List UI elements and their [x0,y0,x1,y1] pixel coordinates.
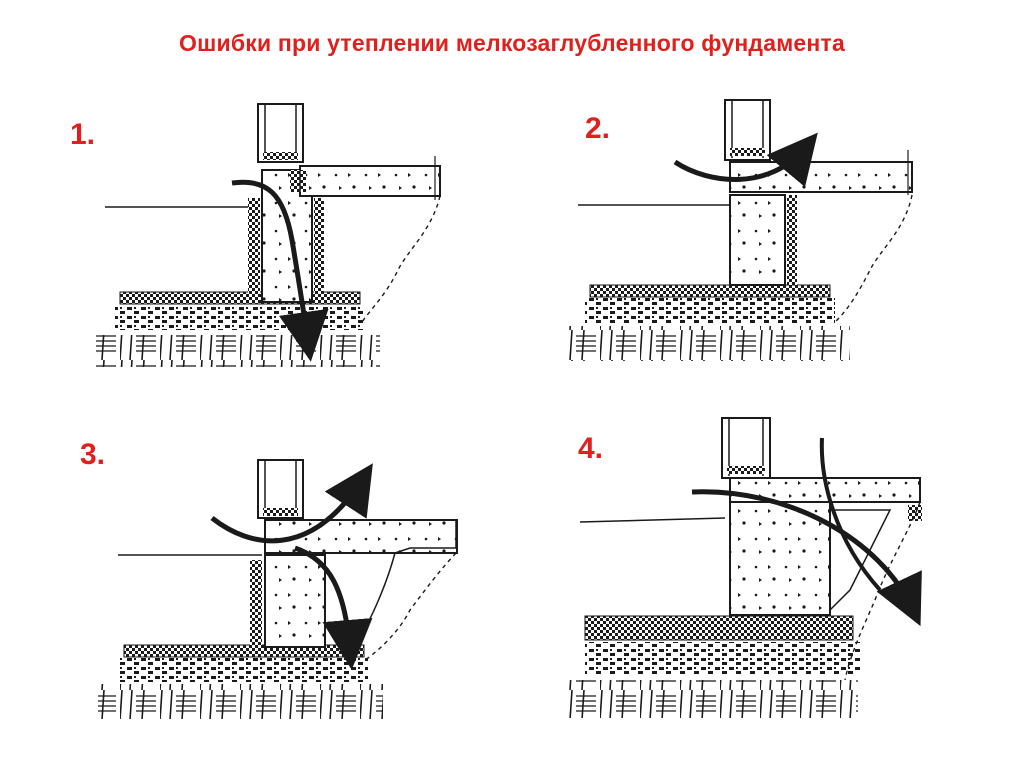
insulation-right [787,195,797,285]
panel-4-drawing [568,417,922,718]
ground-line [579,517,726,523]
gravel-layer [118,658,368,682]
soil-hatch [98,684,383,719]
heat-flow-arrow-up [210,463,373,544]
panel-label-1: 1. [70,118,96,151]
insulation-slab [584,615,854,641]
panel-2-drawing [565,99,913,361]
panel-label-4: 4. [578,432,604,465]
soil-hatch [565,326,850,361]
soil-hatch [568,680,858,718]
insulation-left [248,198,260,298]
panel-label-3: 3. [80,438,106,471]
heat-flow-arrow-horizontal [691,489,922,627]
heat-flow-arrow [673,132,818,188]
gravel-layer [115,306,365,330]
heat-flow-arrow-vertical [819,437,882,592]
insulation-right [314,198,324,298]
heat-flow-arrow-down [294,545,373,670]
gravel-layer [585,298,835,324]
panel-3-drawing [98,459,458,719]
gravel-bed [589,284,831,298]
floor-slab [299,165,441,197]
heat-flow-arrow [231,179,329,362]
foundation [264,554,326,648]
gravel-bed [123,644,365,658]
foundation [729,194,786,286]
gravel-layer [585,642,860,676]
page-title: Ошибки при утеплении мелкозаглубленного … [179,30,845,56]
insulation-left [250,560,262,648]
panel-1-drawing [95,103,441,367]
panel-label-2: 2. [585,112,611,145]
soil-hatch [95,335,380,367]
